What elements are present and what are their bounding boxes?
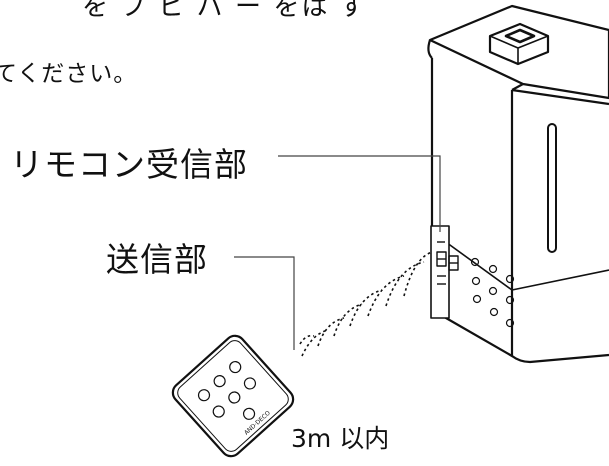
panel-buttons bbox=[470, 257, 515, 328]
ir-signal bbox=[299, 251, 433, 357]
humidifier-front-face bbox=[511, 88, 609, 364]
receiver-window bbox=[430, 225, 450, 319]
range-label: 3m 以内 bbox=[291, 424, 390, 453]
remote-buttons bbox=[197, 360, 257, 420]
header-text-fragment: を プ ビ パ ー をは ず bbox=[82, 0, 368, 22]
transmitter-label: 送信部 bbox=[106, 240, 208, 279]
leader-lines bbox=[234, 155, 441, 350]
receiver-label: リモコン受信部 bbox=[10, 145, 248, 184]
top-knob bbox=[488, 22, 550, 66]
humidifier bbox=[427, 4, 609, 364]
water-window bbox=[547, 123, 557, 253]
receiver-leader bbox=[278, 155, 441, 232]
remote-control: AND·DECO bbox=[171, 334, 295, 458]
instruction-text: てください。 bbox=[0, 61, 138, 87]
transmitter-leader bbox=[234, 256, 295, 350]
led-display bbox=[436, 241, 459, 285]
